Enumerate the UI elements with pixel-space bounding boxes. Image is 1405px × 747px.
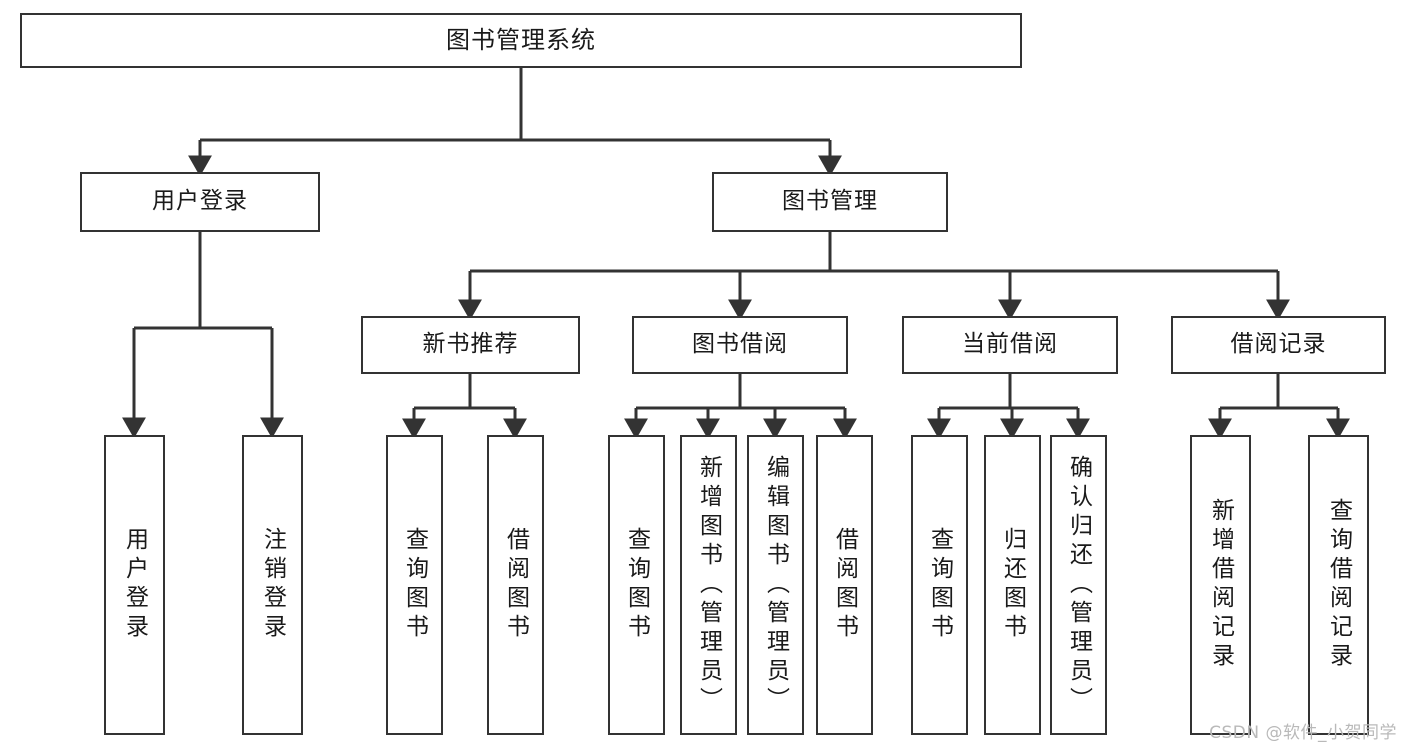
node-leaf-user-logout-label: 注销登录 [259, 527, 286, 643]
node-leaf-borrow-book-1-label: 借阅图书 [502, 527, 529, 643]
node-current-borrow[interactable]: 当前借阅 [902, 316, 1118, 374]
node-leaf-query-record[interactable]: 查询借阅记录 [1308, 435, 1369, 735]
node-leaf-borrow-book-2-label: 借阅图书 [831, 527, 858, 643]
node-book-manage[interactable]: 图书管理 [712, 172, 948, 232]
node-leaf-confirm-return-label: 确认归还（管理员） [1065, 454, 1092, 716]
node-borrow-record-label: 借阅记录 [1230, 331, 1327, 358]
node-leaf-add-record-label: 新增借阅记录 [1207, 498, 1234, 672]
node-leaf-add-book-label: 新增图书（管理员） [695, 454, 722, 716]
node-leaf-query-book-3-label: 查询图书 [926, 527, 953, 643]
node-leaf-user-login-label: 用户登录 [121, 527, 148, 643]
node-leaf-borrow-book-1[interactable]: 借阅图书 [487, 435, 544, 735]
node-leaf-query-book-1[interactable]: 查询图书 [386, 435, 443, 735]
node-user-login[interactable]: 用户登录 [80, 172, 320, 232]
node-leaf-query-record-label: 查询借阅记录 [1325, 498, 1352, 672]
node-leaf-user-login[interactable]: 用户登录 [104, 435, 165, 735]
node-leaf-query-book-3[interactable]: 查询图书 [911, 435, 968, 735]
node-book-borrow[interactable]: 图书借阅 [632, 316, 848, 374]
node-book-borrow-label: 图书借阅 [692, 331, 788, 358]
node-leaf-user-logout[interactable]: 注销登录 [242, 435, 303, 735]
node-root[interactable]: 图书管理系统 [20, 13, 1022, 68]
node-root-label: 图书管理系统 [446, 26, 596, 55]
node-leaf-edit-book-label: 编辑图书（管理员） [762, 454, 789, 716]
node-leaf-return-book[interactable]: 归还图书 [984, 435, 1041, 735]
node-borrow-record[interactable]: 借阅记录 [1171, 316, 1386, 374]
node-leaf-edit-book[interactable]: 编辑图书（管理员） [747, 435, 804, 735]
node-leaf-add-record[interactable]: 新增借阅记录 [1190, 435, 1251, 735]
watermark: CSDN @软件_小贺同学 [1209, 723, 1397, 743]
node-leaf-query-book-2-label: 查询图书 [623, 527, 650, 643]
node-user-login-label: 用户登录 [152, 188, 248, 215]
node-leaf-borrow-book-2[interactable]: 借阅图书 [816, 435, 873, 735]
node-leaf-return-book-label: 归还图书 [999, 527, 1026, 643]
node-new-book-recommend[interactable]: 新书推荐 [361, 316, 580, 374]
node-new-book-recommend-label: 新书推荐 [422, 331, 519, 358]
node-leaf-add-book[interactable]: 新增图书（管理员） [680, 435, 737, 735]
node-leaf-query-book-2[interactable]: 查询图书 [608, 435, 665, 735]
node-book-manage-label: 图书管理 [782, 188, 878, 215]
node-leaf-confirm-return[interactable]: 确认归还（管理员） [1050, 435, 1107, 735]
node-current-borrow-label: 当前借阅 [962, 331, 1058, 358]
node-leaf-query-book-1-label: 查询图书 [401, 527, 428, 643]
